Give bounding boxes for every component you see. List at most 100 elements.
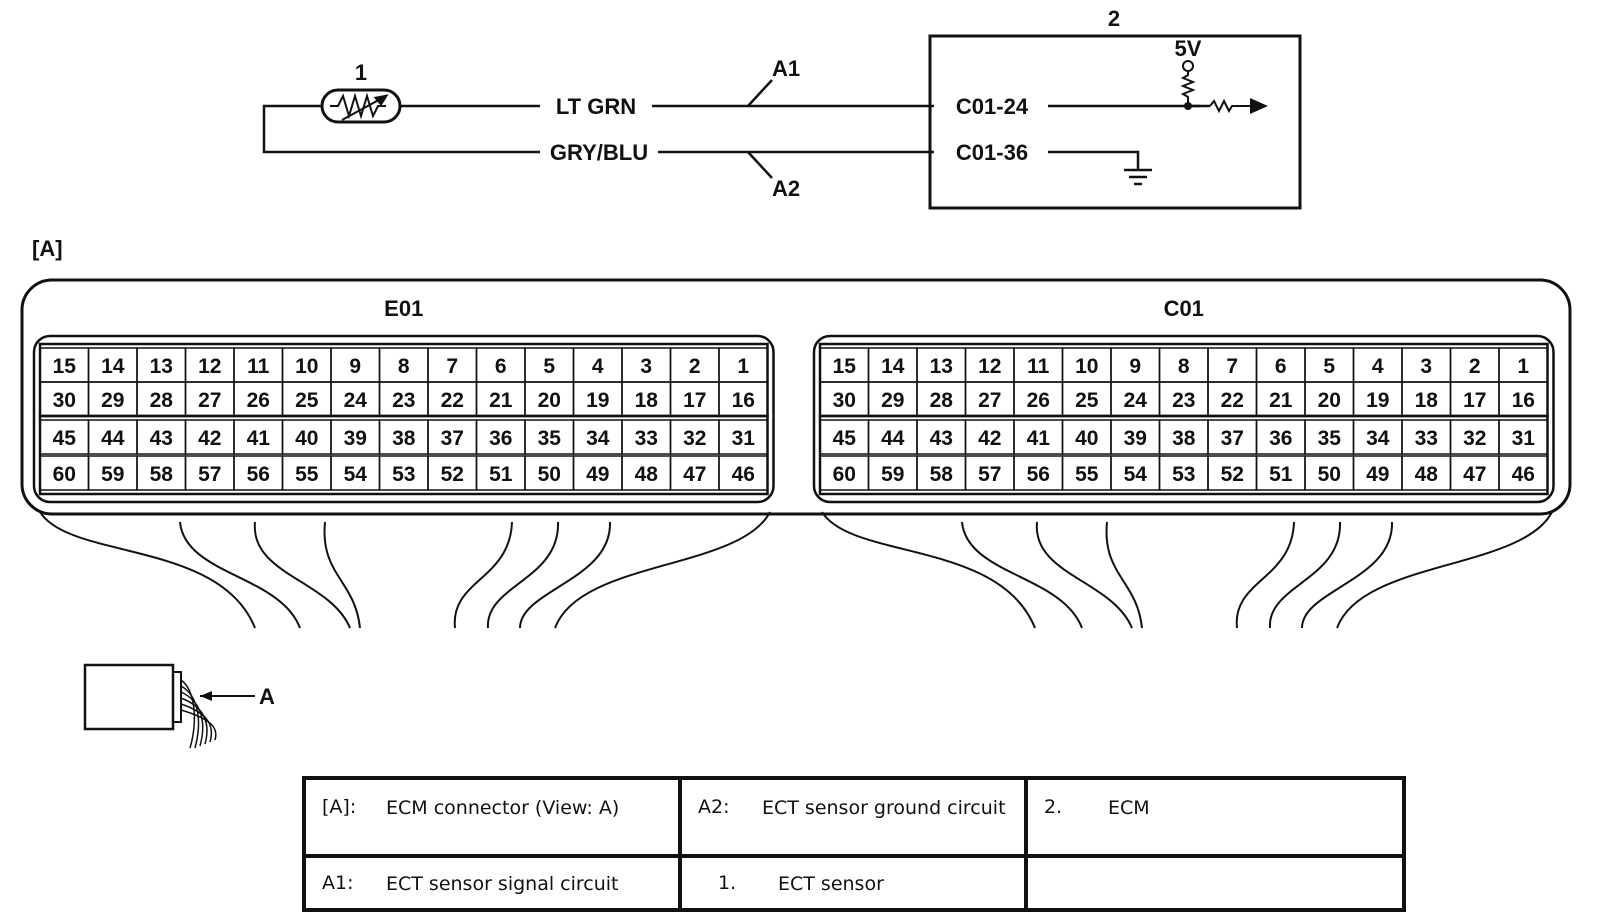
legend-cell: A1:ECT sensor signal circuit: [302, 854, 682, 912]
circuit-ground-tag: A2: [772, 176, 800, 201]
pin-number: 50: [1318, 463, 1341, 486]
pin-number: 31: [1512, 427, 1536, 450]
pin-number: 36: [489, 427, 512, 450]
wire-color-signal: LT GRN: [556, 94, 636, 119]
pin-number: 12: [198, 355, 221, 378]
connector-shell: [812, 334, 1555, 504]
pin-number: 45: [833, 427, 857, 450]
pin-number: 48: [1415, 463, 1439, 486]
pin-number: 15: [53, 355, 77, 378]
pin-number: 31: [732, 427, 756, 450]
pin-number: 1: [737, 355, 749, 378]
pin-number: 22: [441, 389, 464, 412]
pin-number: 40: [295, 427, 318, 450]
pin-number: 43: [150, 427, 173, 450]
pin-number: 6: [495, 355, 507, 378]
schematic-labels: 1 2 5V LT GRN GRY/BLU A1 A2 C01-24 C01-3…: [355, 6, 1202, 201]
ground-icon: [1124, 168, 1152, 186]
legend-row: [A]:ECM connector (View: A) A2:ECT senso…: [302, 776, 1406, 858]
pin-number: 47: [1463, 463, 1486, 486]
legend-key: [A]:: [322, 796, 357, 818]
connector-shell: [32, 334, 775, 504]
pin-number: 33: [1415, 427, 1438, 450]
pin-cell: [718, 455, 769, 491]
pin-number: 16: [732, 389, 755, 412]
pin-number: 38: [392, 427, 416, 450]
pin-number: 43: [930, 427, 953, 450]
ecm-input-resistor-icon: [1209, 98, 1250, 114]
pin-number: 56: [247, 463, 270, 486]
sensor-loop-wire: [262, 104, 540, 154]
legend-text: ECT sensor signal circuit: [386, 873, 619, 895]
pin-number: 14: [101, 355, 125, 378]
pin-number: 19: [586, 389, 609, 412]
pin-number: 7: [446, 355, 458, 378]
legend-text: ECT sensor: [778, 873, 884, 895]
pin-cell: [718, 381, 769, 417]
legend-text: ECM: [1108, 797, 1150, 819]
pin-number: 34: [586, 427, 610, 450]
pin-cell: [718, 419, 769, 455]
harness-wires: [39, 511, 1553, 629]
pin-number: 57: [978, 463, 1001, 486]
pin-number: 26: [1027, 389, 1050, 412]
ecm-connector-housing: [20, 278, 1572, 516]
pin-number: 32: [683, 427, 706, 450]
pin-number: 21: [489, 389, 513, 412]
pin-number: 41: [1027, 427, 1051, 450]
legend-cell: 2.ECM: [1024, 776, 1406, 858]
pin-number: 4: [1372, 355, 1384, 378]
pin-number: 24: [344, 389, 368, 412]
pin-number: 10: [1075, 355, 1098, 378]
pin-number: 39: [1124, 427, 1147, 450]
pin-number: 53: [392, 463, 415, 486]
pin-number: 15: [833, 355, 857, 378]
connector-view-label: [A]: [32, 236, 63, 261]
wire-color-ground: GRY/BLU: [550, 140, 648, 165]
pin-number: 28: [930, 389, 954, 412]
pin-number: 12: [978, 355, 1001, 378]
pin-number: 57: [198, 463, 221, 486]
pin-number: 20: [1318, 389, 1341, 412]
legend-key: 1.: [718, 872, 737, 894]
pin-number: 49: [586, 463, 609, 486]
pin-number: 23: [392, 389, 415, 412]
pin-number: 56: [1027, 463, 1050, 486]
sensor-number-label: 1: [355, 60, 367, 85]
pin-number: 9: [1129, 355, 1141, 378]
pin-number: 52: [441, 463, 464, 486]
pin-number: 36: [1269, 427, 1292, 450]
pin-number: 13: [150, 355, 173, 378]
connector-name: E01: [384, 296, 423, 321]
pin-number: 30: [833, 389, 856, 412]
pin-number: 59: [101, 463, 124, 486]
voltage-source-icon: [1182, 60, 1194, 72]
pin-number: 25: [295, 389, 319, 412]
pin-number: 16: [1512, 389, 1535, 412]
pin-number: 51: [489, 463, 513, 486]
ecm-ground-line: [1048, 150, 1140, 170]
pin-number: 50: [538, 463, 561, 486]
pin-number: 17: [683, 389, 706, 412]
pin-number: 44: [881, 427, 905, 450]
pin-number: 18: [1415, 389, 1439, 412]
pin-number: 1: [1517, 355, 1529, 378]
pin-number: 30: [53, 389, 76, 412]
pin-cell: [1498, 419, 1549, 455]
connector-view-icon: [83, 663, 255, 749]
pin-number: 11: [1027, 355, 1050, 378]
pin-number: 28: [150, 389, 174, 412]
circuit-signal-tag: A1: [772, 56, 800, 81]
pin-number: 33: [635, 427, 658, 450]
ect-sensor-thermistor-icon: [320, 88, 402, 124]
pin-number: 4: [592, 355, 604, 378]
terminal-signal: C01-24: [956, 94, 1029, 119]
pin-number: 39: [344, 427, 367, 450]
legend-cell: 1. ECT sensor: [678, 854, 1028, 912]
pin-number: 49: [1366, 463, 1389, 486]
pin-number: 55: [1075, 463, 1099, 486]
pin-number: 8: [398, 355, 410, 378]
